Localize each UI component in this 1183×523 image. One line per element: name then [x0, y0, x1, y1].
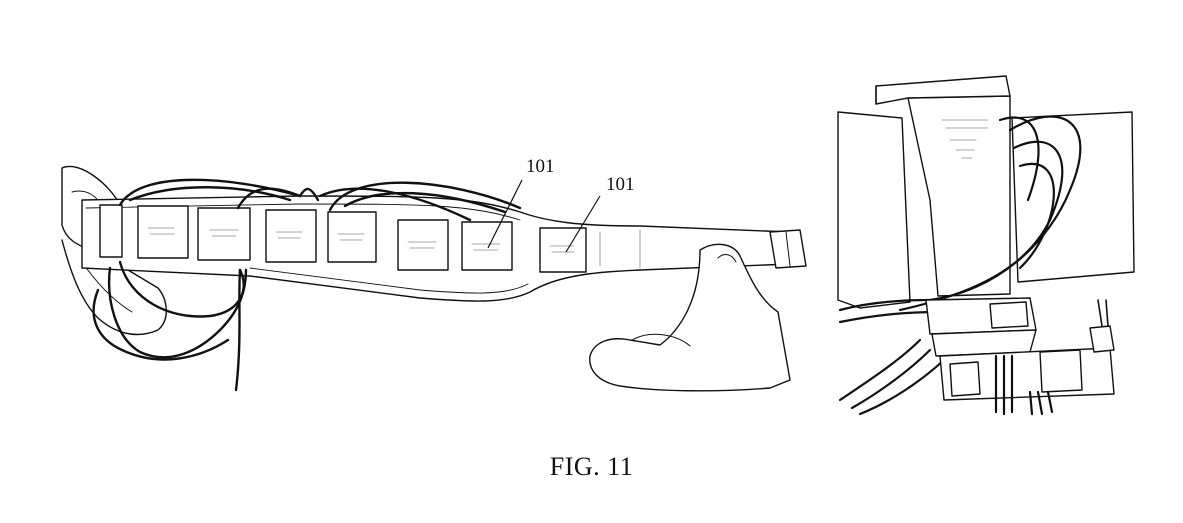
sensor-pad — [539, 227, 587, 273]
sensor-pad — [327, 211, 377, 263]
reference-numeral: 101 — [526, 156, 555, 177]
lead-wires — [92, 178, 522, 392]
reference-label-left: 101 — [487, 156, 555, 249]
reference-numeral: 101 — [606, 174, 635, 195]
wrapped-strip-with-connector — [837, 75, 1135, 416]
sensor-pad — [461, 221, 513, 271]
sensor-pad — [137, 205, 189, 259]
vertical-strip — [907, 95, 1011, 297]
leader-line — [565, 195, 601, 253]
sensor-pad — [197, 207, 251, 261]
lead-wires-right — [838, 115, 1082, 416]
sensor-strip-assembly — [61, 165, 807, 392]
limb-right — [1011, 111, 1135, 283]
leader-line — [487, 179, 523, 249]
sensor-pad — [99, 204, 123, 258]
right-hand — [589, 243, 791, 392]
sensor-pad — [265, 209, 317, 263]
reference-label-right: 101 — [565, 174, 635, 253]
sensor-pad — [397, 219, 449, 271]
figure-caption: FIG. 11 — [549, 452, 634, 481]
limb-left — [837, 111, 911, 309]
sensor-pads — [99, 204, 587, 273]
